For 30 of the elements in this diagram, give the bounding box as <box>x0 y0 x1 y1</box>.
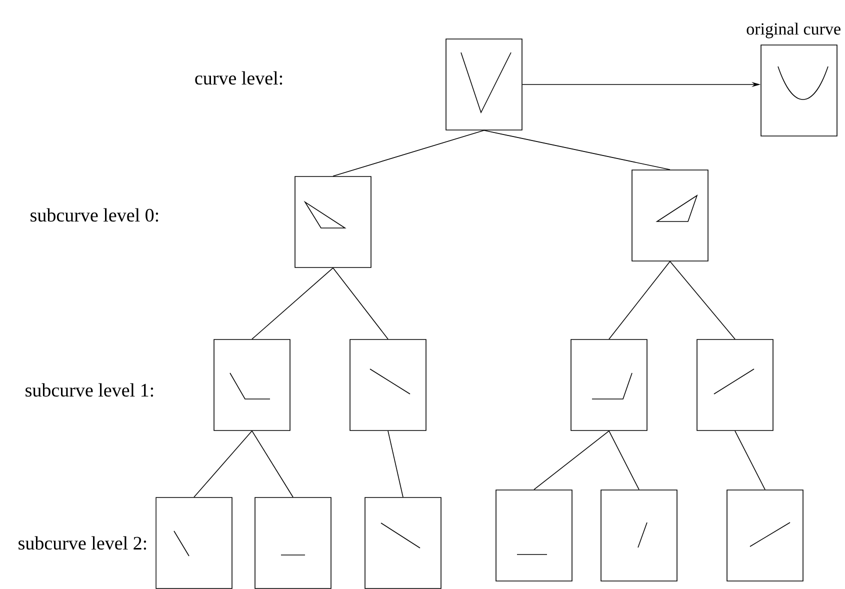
tree-line <box>332 268 388 340</box>
node-label: original curve <box>746 22 840 38</box>
curve-box <box>254 497 332 589</box>
tree-line <box>608 261 670 340</box>
level-label: subcurve level 0: <box>30 208 158 222</box>
curve-box <box>446 38 522 130</box>
curve-box <box>726 490 804 582</box>
curve-box <box>570 339 648 431</box>
tree-line <box>252 430 294 498</box>
curve-box: original curve <box>746 22 840 136</box>
tree-line <box>670 261 736 340</box>
curve-box <box>696 339 774 431</box>
tree-line <box>388 430 404 498</box>
tree-line <box>608 430 640 490</box>
tree-line <box>734 430 766 490</box>
tree-line <box>534 430 610 490</box>
curve-box <box>214 339 290 431</box>
tree-line <box>332 130 484 176</box>
level-label: subcurve level 1: <box>26 383 154 397</box>
curve-box <box>600 490 678 582</box>
level-label: curve level: <box>195 71 282 85</box>
curve-box <box>350 339 426 431</box>
curve-box <box>496 490 572 582</box>
tree-line <box>194 430 252 498</box>
curve-box <box>156 497 232 589</box>
tree-line <box>484 130 670 170</box>
curve-box <box>364 497 442 589</box>
curve-box <box>632 170 708 262</box>
curve-box <box>294 176 372 268</box>
tree-line <box>252 268 334 340</box>
